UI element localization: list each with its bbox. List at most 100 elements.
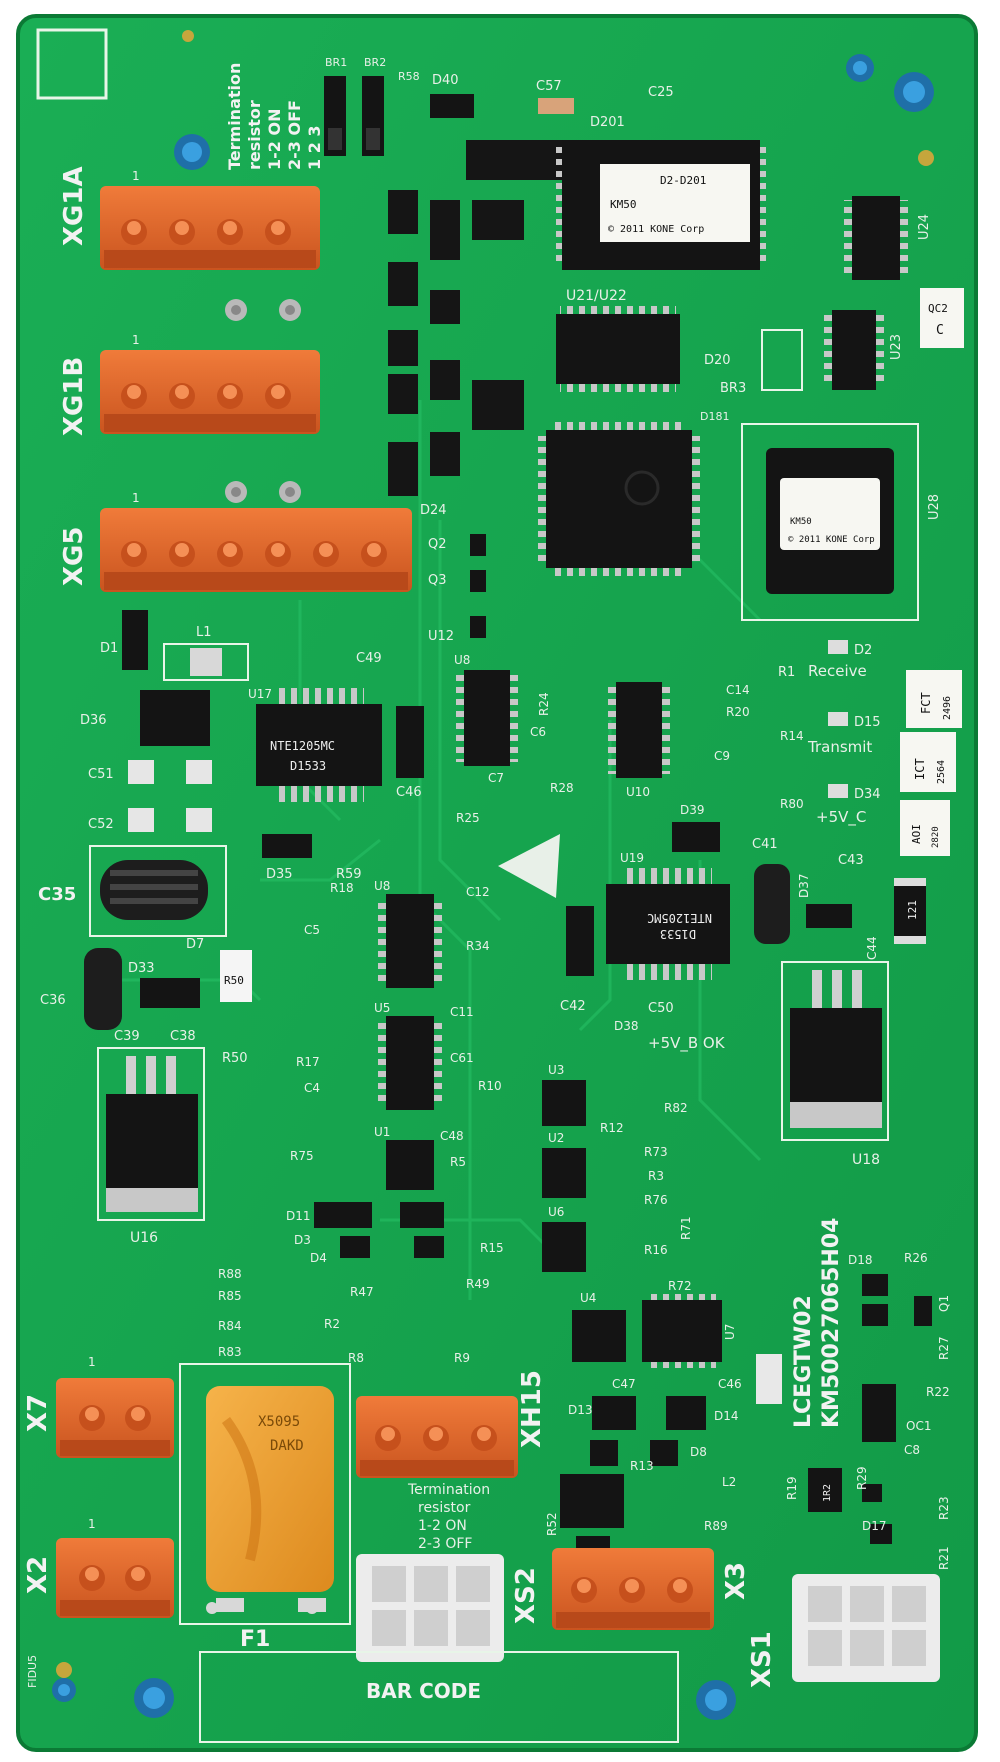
svg-text:L1: L1 <box>196 625 212 640</box>
resistor-1r2: 1R2 <box>808 1468 842 1512</box>
pin1-label: 1 <box>132 169 140 183</box>
label-d14: D14 <box>714 1409 739 1423</box>
led-transmit: D15 R14 Transmit <box>780 712 881 756</box>
label-r82: R82 <box>664 1101 688 1115</box>
bar-code-area: BAR CODE <box>199 1651 679 1743</box>
connector-x3[interactable] <box>552 1548 714 1630</box>
label-d7: D7 <box>186 937 204 952</box>
svg-text:KM50027065H04: KM50027065H04 <box>819 1218 844 1428</box>
chip-u5: U5 <box>374 1001 442 1110</box>
sticker-fct: FCT 2496 <box>906 670 962 728</box>
label-r84: R84 <box>218 1319 242 1333</box>
diode-d39: D39 <box>672 803 720 852</box>
white-pad <box>756 1354 782 1404</box>
smd-ic-column <box>388 140 562 496</box>
label-c61: C61 <box>450 1051 474 1065</box>
label-l2: L2 <box>722 1475 736 1489</box>
label-u8-upper: U8 <box>454 653 470 667</box>
chip-u1: U1 <box>374 1125 434 1190</box>
svg-text:C41: C41 <box>752 837 778 852</box>
pin1-label: 1 <box>88 1517 96 1531</box>
label-x3: X3 <box>721 1562 751 1600</box>
diode-d40 <box>430 94 474 118</box>
label-r10: R10 <box>478 1079 502 1093</box>
label-c50: C50 <box>648 1001 674 1016</box>
chip-u24 <box>844 196 908 280</box>
svg-text:C36: C36 <box>40 993 66 1008</box>
screw <box>225 299 301 503</box>
label-c44: C44 <box>865 936 879 960</box>
svg-text:resistor: resistor <box>245 100 264 170</box>
label-br3: BR3 <box>720 381 746 396</box>
transistor-q <box>470 534 486 638</box>
label-xs1: XS1 <box>747 1631 777 1688</box>
resistor-121: 121 <box>894 878 926 944</box>
svg-text:ICT: ICT <box>913 758 927 780</box>
chip-u6: U6 <box>542 1205 586 1272</box>
sticker-qc: QC2 C <box>920 288 964 348</box>
label-d201: D201 <box>590 115 625 130</box>
svg-text:U8: U8 <box>374 879 390 893</box>
label-c14: C14 <box>726 683 750 697</box>
label-d18: D18 <box>848 1253 873 1267</box>
label-r83: R83 <box>218 1345 242 1359</box>
svg-text:U16: U16 <box>130 1230 158 1246</box>
svg-text:U4: U4 <box>580 1291 596 1305</box>
label-r29: R29 <box>855 1466 869 1490</box>
label-c43: C43 <box>838 853 864 868</box>
chip-u8-upper <box>456 670 518 766</box>
label-r12: R12 <box>600 1121 624 1135</box>
label-c49: C49 <box>356 651 382 666</box>
pin1-label: 1 <box>132 491 140 505</box>
cap-c41: C41 <box>752 837 790 944</box>
svg-text:QC2: QC2 <box>928 302 948 315</box>
label-c8: C8 <box>904 1443 920 1457</box>
svg-text:R59: R59 <box>336 867 362 882</box>
svg-text:NTE1205MC: NTE1205MC <box>647 911 712 925</box>
connector-xs1[interactable] <box>792 1574 940 1682</box>
label-r76: R76 <box>644 1193 668 1207</box>
label-xg1b: XG1B <box>59 357 89 436</box>
label-c4: C4 <box>304 1081 320 1095</box>
svg-text:U6: U6 <box>548 1205 564 1219</box>
cap-c36: C36 <box>40 948 122 1030</box>
svg-text:KM50: KM50 <box>610 198 637 211</box>
led-5v-c: D34 R80 +5V_C <box>780 784 881 827</box>
svg-text:D1533: D1533 <box>660 927 696 941</box>
connector-xh15[interactable] <box>356 1396 518 1478</box>
svg-text:C52: C52 <box>88 817 114 832</box>
label-r75: R75 <box>290 1149 314 1163</box>
label-r25: R25 <box>456 811 480 825</box>
connector-x7[interactable] <box>56 1378 174 1458</box>
svg-text:1 2 3: 1 2 3 <box>305 125 324 170</box>
cap-c42: C42 <box>560 906 594 1014</box>
pin1-label: 1 <box>132 333 140 347</box>
svg-text:U2: U2 <box>548 1131 564 1145</box>
svg-text:D34: D34 <box>854 787 881 802</box>
connector-x2[interactable] <box>56 1538 174 1618</box>
connector-xg1b[interactable] <box>100 350 320 434</box>
label-r26: R26 <box>904 1251 928 1265</box>
connector-xg5[interactable] <box>100 508 412 592</box>
svg-text:R80: R80 <box>780 797 804 811</box>
label-c46b: C46 <box>718 1377 742 1391</box>
label-r19: R19 <box>785 1476 799 1500</box>
svg-text:© 2011 KONE Corp: © 2011 KONE Corp <box>608 224 704 235</box>
mounting-hole <box>52 30 934 1720</box>
connector-xg1a[interactable] <box>100 186 320 270</box>
connector-xs2[interactable] <box>356 1554 504 1662</box>
svg-text:121: 121 <box>906 900 919 920</box>
svg-text:U17: U17 <box>248 687 272 701</box>
diode-d36: D36 <box>80 690 210 746</box>
label-c38: C38 <box>170 1029 196 1044</box>
svg-text:1-2 ON: 1-2 ON <box>265 109 284 170</box>
svg-text:U1: U1 <box>374 1125 390 1139</box>
svg-text:R1: R1 <box>778 665 795 680</box>
label-5vb-ok: +5V_B OK <box>648 1034 726 1053</box>
svg-text:F1: F1 <box>240 1627 270 1652</box>
svg-text:U7: U7 <box>723 1324 737 1340</box>
label-r5: R5 <box>450 1155 466 1169</box>
label-c7: C7 <box>488 771 504 785</box>
label-c6: C6 <box>530 725 546 739</box>
